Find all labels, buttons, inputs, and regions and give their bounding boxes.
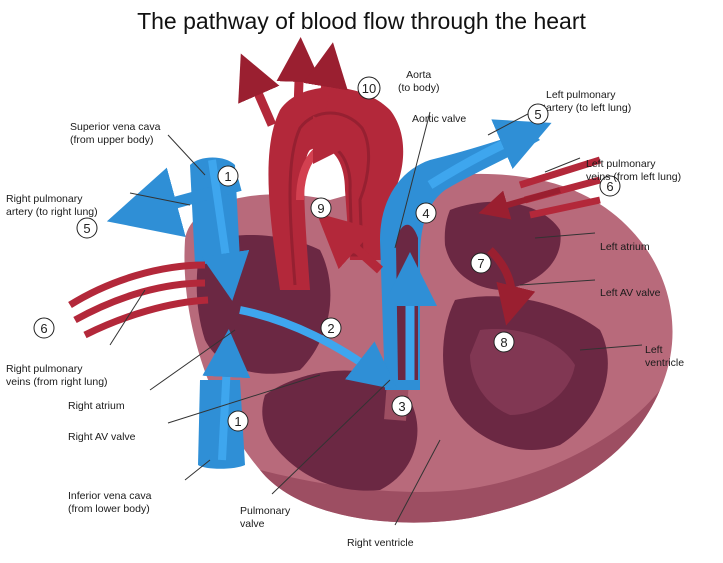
right-ventricle-chamber <box>262 370 418 491</box>
label-superior-vena-cava: Superior vena cava(from upper body) <box>70 121 161 146</box>
label-right-av-valve: Right AV valve <box>68 431 136 443</box>
flow-arrow-ivc <box>202 329 251 461</box>
diagram-title: The pathway of blood flow through the he… <box>137 8 586 34</box>
label-right-ventricle: Right ventricle <box>347 537 414 549</box>
leader-lines <box>109 104 643 526</box>
step-1-svc: 1 <box>217 165 239 187</box>
flow-arrow-la-lv <box>487 247 536 326</box>
svg-text:3: 3 <box>398 399 405 414</box>
step-10: 10 <box>357 76 381 100</box>
step-markers: 1 1 2 3 4 5 5 6 6 7 8 9 10 <box>33 76 621 432</box>
flow-arrow-ra-rv <box>239 306 398 390</box>
step-6-right: 6 <box>33 317 55 339</box>
step-6-left: 6 <box>599 175 621 197</box>
step-3: 3 <box>391 395 413 417</box>
label-aortic-valve: Aortic valve <box>412 113 467 125</box>
step-1-ivc: 1 <box>227 410 249 432</box>
left-pulmonary-vein-1 <box>518 156 602 189</box>
right-pulmonary-artery <box>106 167 242 238</box>
svg-text:5: 5 <box>534 107 541 122</box>
svg-text:7: 7 <box>477 256 484 271</box>
pulmonary-trunk <box>380 130 540 390</box>
label-left-av-valve: Left AV valve <box>600 287 661 299</box>
aortic-branch-1 <box>238 53 280 127</box>
step-7: 7 <box>470 252 492 274</box>
svg-text:10: 10 <box>362 81 376 96</box>
step-5-left: 5 <box>527 103 549 125</box>
label-left-atrium: Left atrium <box>600 241 650 253</box>
svg-text:1: 1 <box>224 169 231 184</box>
svg-text:2: 2 <box>327 321 334 336</box>
right-pulmonary-vein-3 <box>83 296 209 339</box>
svg-text:6: 6 <box>40 321 47 336</box>
chamber-highlight <box>470 329 575 415</box>
step-9: 9 <box>310 197 332 219</box>
right-pulmonary-vein-1 <box>68 261 206 308</box>
label-inferior-vena-cava: Inferior vena cava(from lower body) <box>68 490 152 515</box>
label-right-atrium: Right atrium <box>68 400 125 412</box>
diagram-canvas: 1 1 2 3 4 5 5 6 6 7 8 9 10 The pathway o… <box>6 8 685 549</box>
svg-text:1: 1 <box>234 414 241 429</box>
flow-arrow-aorta <box>296 116 361 201</box>
aorta-inner <box>288 111 371 286</box>
svg-text:5: 5 <box>83 221 90 236</box>
flow-arrow-left-pa <box>427 119 552 189</box>
left-pulmonary-vein-3 <box>529 196 601 219</box>
svg-text:8: 8 <box>500 335 507 350</box>
svg-text:9: 9 <box>317 201 324 216</box>
flow-arrow-lv-up <box>316 212 384 274</box>
flow-arrow-lpv <box>478 187 561 220</box>
aortic-branch-3 <box>303 42 348 109</box>
svg-text:4: 4 <box>422 206 429 221</box>
step-8: 8 <box>493 331 515 353</box>
step-2: 2 <box>320 317 342 339</box>
step-5-right: 5 <box>76 217 98 239</box>
label-aorta: Aorta(to body) <box>398 69 440 94</box>
aortic-branch-2 <box>276 37 322 109</box>
flow-arrow-svc <box>201 159 250 301</box>
svg-text:6: 6 <box>606 179 613 194</box>
step-4: 4 <box>415 202 437 224</box>
right-pulmonary-vein-2 <box>73 279 206 324</box>
